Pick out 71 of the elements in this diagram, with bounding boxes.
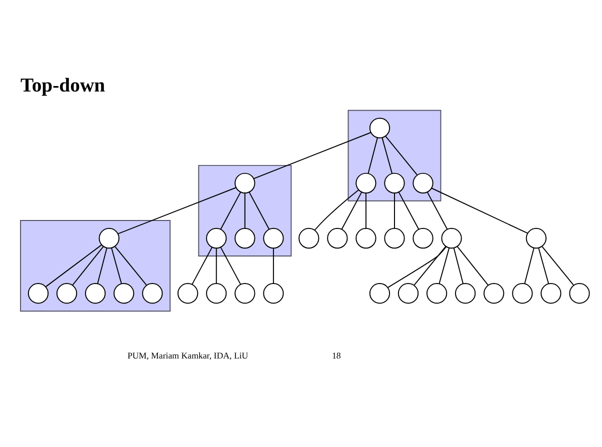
connector	[427, 192, 448, 230]
cluster	[20, 220, 171, 312]
node-circle	[142, 283, 163, 304]
label: 18	[332, 350, 341, 361]
connector	[431, 188, 528, 234]
connector	[394, 192, 395, 229]
connector	[414, 246, 446, 286]
node-circle	[298, 228, 320, 249]
node-circle	[178, 283, 198, 304]
node-circle	[412, 228, 434, 249]
node-circle	[114, 283, 134, 304]
connector	[542, 246, 574, 286]
connector	[253, 132, 372, 180]
node-circle	[441, 228, 462, 249]
node-circle	[484, 283, 504, 304]
connector	[248, 192, 270, 230]
connector	[114, 246, 147, 286]
connector	[341, 192, 362, 230]
node-circle	[369, 118, 390, 138]
connector	[388, 246, 447, 288]
node-circle	[512, 283, 533, 304]
node-circle	[234, 228, 256, 249]
connector	[385, 136, 418, 176]
connector	[272, 248, 274, 284]
node-circle	[569, 283, 590, 304]
node-circle	[234, 172, 256, 194]
connector	[453, 248, 464, 284]
connector	[118, 187, 236, 234]
connector	[456, 246, 489, 286]
node-circle	[98, 228, 120, 249]
node-circle	[384, 172, 405, 194]
node-circle	[356, 172, 376, 194]
diagram-title: Top-down	[20, 74, 106, 97]
node-circle	[327, 228, 348, 249]
connector	[438, 248, 450, 284]
connector	[524, 248, 534, 284]
node-circle	[540, 283, 562, 304]
node-circle	[206, 228, 227, 249]
node-circle	[56, 283, 78, 304]
connector	[538, 248, 550, 284]
node-circle	[384, 228, 405, 249]
connector	[72, 246, 104, 286]
node-circle	[455, 283, 476, 304]
node-circle	[263, 283, 284, 304]
connector	[220, 247, 242, 285]
connector	[192, 247, 212, 285]
node-circle	[369, 283, 390, 304]
node-circle	[206, 283, 227, 304]
node-circle	[85, 283, 106, 304]
node-circle	[263, 228, 284, 249]
connector	[244, 192, 246, 229]
node-circle	[426, 283, 448, 304]
connector	[97, 248, 108, 284]
node-circle	[356, 228, 376, 249]
connector	[398, 192, 420, 230]
connector	[368, 137, 378, 174]
connector	[216, 248, 217, 284]
node-circle	[28, 283, 49, 304]
connector	[111, 248, 122, 284]
connector	[382, 137, 393, 174]
label: PUM, Mariam Kamkar, IDA, LiU	[127, 350, 248, 361]
connector	[220, 192, 241, 230]
node-circle	[234, 283, 256, 304]
node-circle	[526, 228, 547, 249]
node-circle	[412, 172, 434, 194]
connector	[46, 244, 102, 288]
cluster	[198, 164, 292, 256]
connector	[365, 192, 366, 229]
cluster	[348, 110, 442, 202]
node-circle	[398, 283, 419, 304]
connector	[314, 190, 359, 231]
